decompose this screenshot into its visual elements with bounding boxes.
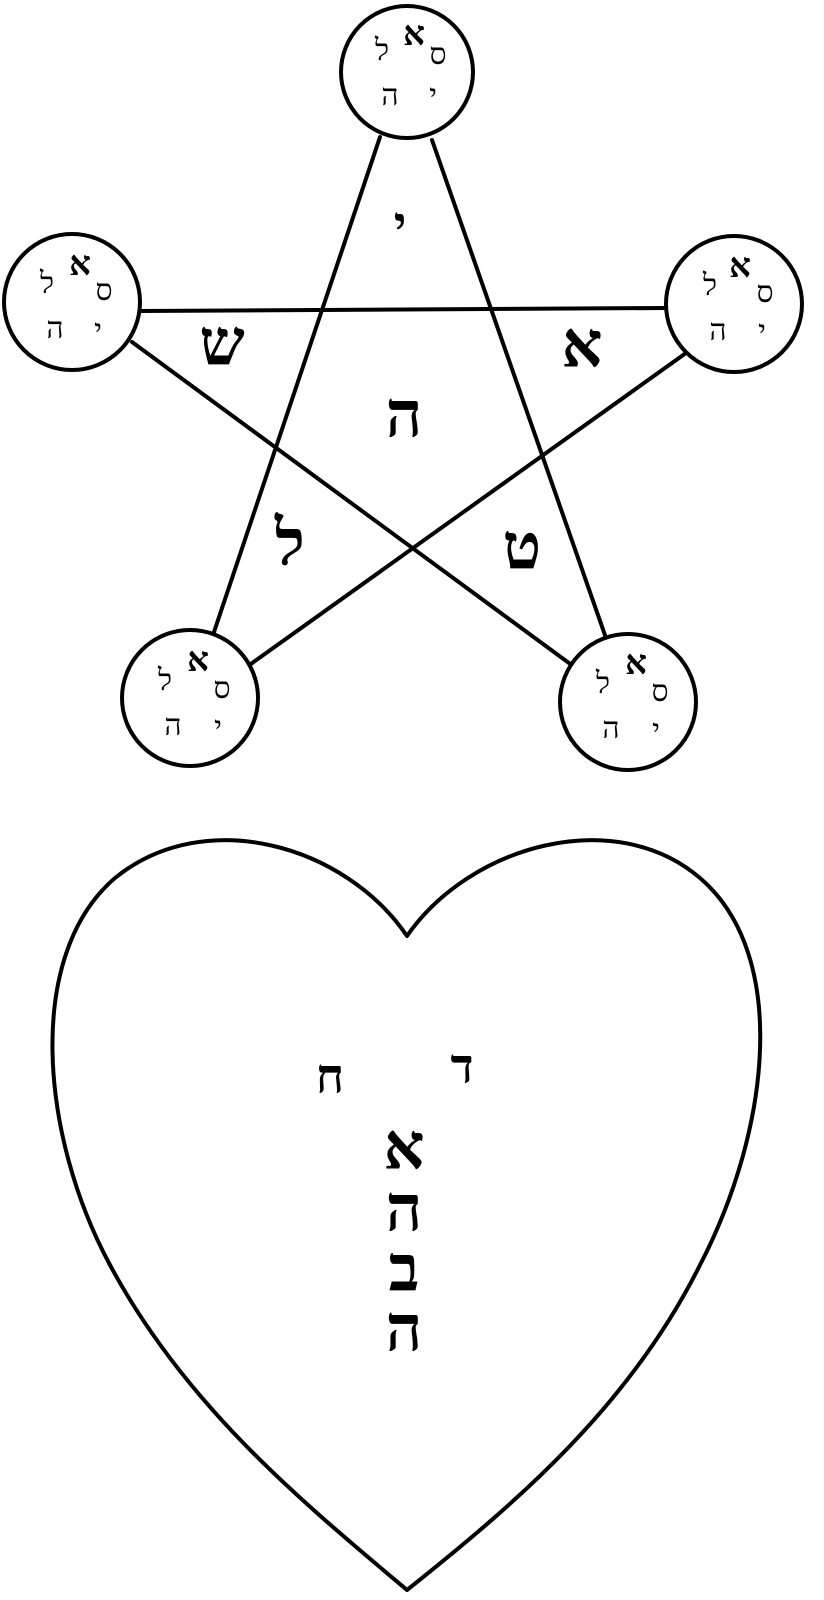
heart-letter-top-right: ד	[450, 1039, 473, 1095]
point-circle	[664, 234, 804, 374]
pentagram	[130, 135, 688, 668]
heart-outline	[50, 838, 763, 1592]
point-letter: ל	[595, 666, 610, 701]
star-line-top-to-bottom-right	[430, 138, 608, 640]
point-letter: א	[625, 643, 647, 683]
point-letter: ס	[429, 37, 446, 72]
arm-letter-right: א	[561, 308, 602, 383]
star-line-right-to-bottom-left	[246, 351, 688, 668]
point-letter: ס	[651, 674, 668, 709]
heart-column-letter: ב	[389, 1232, 420, 1307]
point-letter: ל	[374, 33, 389, 68]
arm-letter-bottom-left: ל	[274, 506, 305, 581]
star-point-bottom-left: א ס ל י ה	[120, 628, 260, 768]
point-letter: ה	[46, 311, 63, 346]
point-letter: י	[214, 710, 222, 745]
arm-letter-left: ש	[199, 306, 244, 381]
star-line-top-to-bottom-left	[210, 135, 382, 640]
heart-letter-top-left: ח	[316, 1049, 344, 1105]
heart-column-letter: ה	[386, 1292, 423, 1367]
point-letter: ס	[95, 273, 112, 308]
point-letter: ה	[602, 711, 619, 746]
point-letter: ה	[164, 708, 181, 743]
point-letter: ל	[702, 268, 717, 303]
point-circle	[339, 4, 475, 140]
arm-letter-bottom-right: ט	[503, 510, 542, 585]
point-letter: ל	[157, 663, 172, 698]
point-circle	[2, 232, 142, 372]
point-letter: א	[729, 246, 751, 286]
star-point-top: א ס ל י ה	[339, 4, 475, 140]
star-point-left: א ס ל י ה	[2, 232, 142, 372]
point-letter: ה	[709, 313, 726, 348]
point-letter: א	[69, 244, 91, 284]
star-point-bottom-right: א ס ל י ה	[558, 632, 698, 772]
point-letter: י	[429, 78, 437, 113]
point-letter: ל	[39, 266, 54, 301]
point-letter: י	[758, 314, 766, 349]
point-letter: א	[187, 640, 209, 680]
heart-letters: ח ד א ה ב ה	[316, 1039, 474, 1367]
heart-column-letter: א	[383, 1110, 424, 1185]
point-letter: ס	[756, 275, 773, 310]
point-letter: ה	[381, 78, 398, 113]
point-circle	[558, 632, 698, 772]
star-point-right: א ס ל י ה	[664, 234, 804, 374]
point-letter: ס	[213, 671, 230, 706]
arm-letter-top: י	[394, 197, 407, 253]
star-line-left-to-right	[138, 306, 670, 313]
point-letter: י	[94, 313, 102, 348]
point-circle	[120, 628, 260, 768]
center-letter: ה	[386, 378, 423, 453]
point-letter: י	[652, 713, 660, 748]
heart-column-letter: ה	[386, 1172, 423, 1247]
star-line-left-to-bottom-right	[130, 340, 575, 668]
point-letter: א	[403, 14, 425, 54]
